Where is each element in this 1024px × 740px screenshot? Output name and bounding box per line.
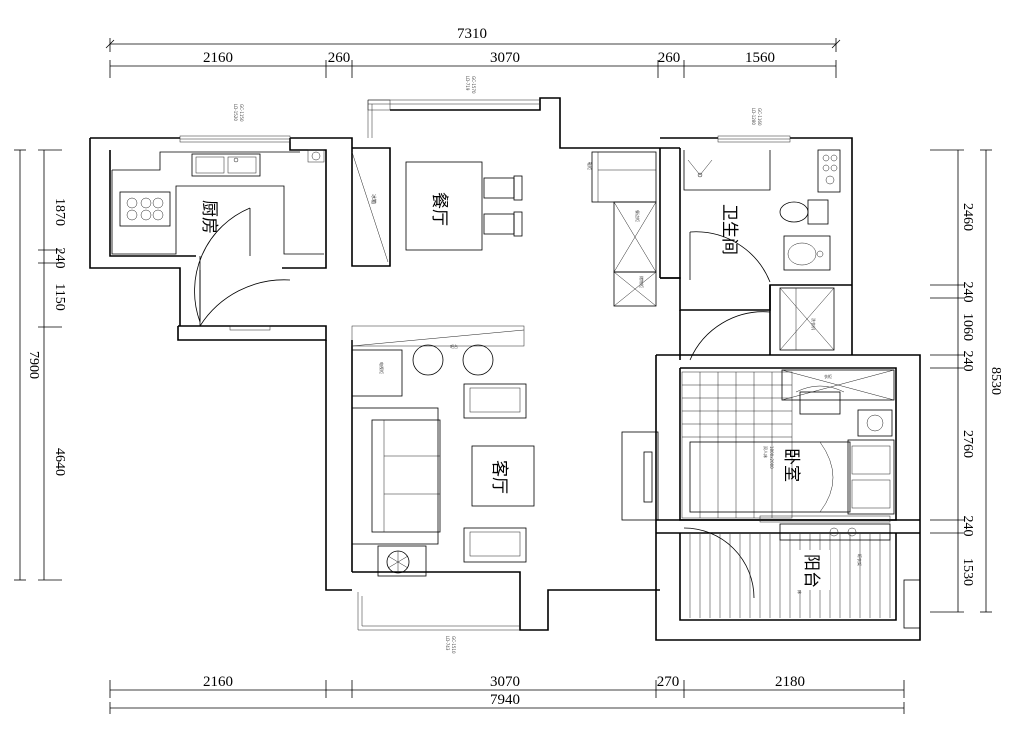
dim-left-seg-1: 1870 bbox=[52, 198, 67, 226]
kitchen-sink bbox=[191, 153, 261, 177]
dim-right-seg-2: 240 bbox=[960, 282, 975, 303]
kitchen-stove-icon bbox=[119, 191, 171, 227]
dim-bottom-seg-3: 270 bbox=[657, 674, 680, 690]
bathroom-door[interactable] bbox=[689, 231, 771, 283]
dim-bottom-total: 7940 bbox=[490, 692, 520, 708]
left-dimensions: 7900 1870 240 1150 4640 bbox=[14, 149, 67, 581]
label-bed-spec-2: 1800x2000 bbox=[769, 446, 774, 469]
bathroom-window-code-1: LD-1280 bbox=[751, 108, 756, 125]
bedroom-area: 卧室 双人床 1800x2000 衣柜 bbox=[681, 369, 895, 599]
label-storage: 储物柜 bbox=[639, 276, 645, 288]
kitchen-door[interactable] bbox=[194, 207, 251, 323]
dining-window-code-1: LD-719 bbox=[465, 76, 470, 91]
room-label-living: 客厅 bbox=[489, 460, 509, 494]
living-window-code-2: GC-1510 bbox=[451, 636, 456, 654]
room-label-bedroom: 卧室 bbox=[781, 448, 801, 482]
bottom-dimensions: 2160 3070 270 2180 7940 bbox=[109, 674, 905, 714]
dining-chair bbox=[483, 177, 515, 199]
toilet-icon bbox=[779, 201, 809, 223]
plant-pot bbox=[377, 545, 427, 577]
tv-icon bbox=[643, 451, 653, 503]
dim-left-total: 7900 bbox=[26, 351, 41, 379]
armchair bbox=[463, 383, 527, 419]
bathroom-window-code-2: GC-1160 bbox=[757, 108, 762, 126]
bathroom-towel-rack bbox=[817, 149, 841, 193]
dim-bottom-seg-1: 2160 bbox=[203, 674, 233, 690]
room-label-bathroom: 卫生间 bbox=[719, 204, 739, 255]
bed-headboard bbox=[847, 439, 895, 515]
top-dimensions: 7310 2160 260 3070 260 1560 bbox=[105, 26, 841, 78]
label-bar-stool: 吧台 bbox=[450, 343, 458, 349]
windows bbox=[179, 99, 791, 631]
dim-top-seg-5: 1560 bbox=[745, 50, 775, 66]
bar-stool bbox=[462, 344, 494, 376]
label-fridge: 冰箱 bbox=[370, 194, 377, 204]
bathroom-area: 卫生间 洗衣机 bbox=[683, 149, 841, 361]
dim-left-seg-3: 1150 bbox=[52, 283, 67, 310]
bar-stool bbox=[412, 344, 444, 376]
label-bed-spec-1: 双人床 bbox=[763, 446, 769, 458]
bed bbox=[689, 441, 851, 513]
room-label-balcony: 阳台 bbox=[801, 554, 821, 588]
sofa-frame bbox=[351, 407, 439, 545]
sofa bbox=[371, 419, 441, 533]
label-wardrobe: 衣柜 bbox=[824, 373, 832, 379]
dim-left-seg-2: 240 bbox=[52, 248, 67, 269]
nightstand bbox=[857, 409, 893, 437]
dining-chair bbox=[483, 213, 515, 235]
label-balcony-note: 晾衣架 bbox=[857, 554, 863, 566]
corridor-door[interactable] bbox=[199, 279, 291, 327]
desk-chair bbox=[799, 391, 841, 415]
dim-top-seg-3: 3070 bbox=[490, 50, 520, 66]
dim-right-seg-6: 240 bbox=[960, 516, 975, 537]
living-area: 吧台 电视柜 客厅 bbox=[351, 325, 659, 577]
dim-right-seg-4: 240 bbox=[960, 351, 975, 372]
dim-top-seg-1: 2160 bbox=[203, 50, 233, 66]
dim-left-seg-4: 4640 bbox=[52, 448, 67, 476]
dim-top-seg-2: 260 bbox=[328, 50, 351, 66]
washbasin bbox=[783, 235, 831, 271]
dim-right-seg-7: 1530 bbox=[960, 558, 975, 586]
dim-right-seg-5: 2760 bbox=[960, 430, 975, 458]
dim-top-total: 7310 bbox=[457, 26, 487, 42]
dim-right-total: 8530 bbox=[988, 367, 1003, 395]
washer bbox=[779, 287, 835, 351]
kitchen-window-code-1: LD-1520 bbox=[233, 104, 238, 121]
tv-cabinet bbox=[351, 349, 403, 397]
balcony-cabinet bbox=[779, 523, 891, 541]
dim-top-seg-4: 260 bbox=[658, 50, 681, 66]
kitchen-area: 厨房 bbox=[111, 149, 325, 331]
kitchen-window-code-2: GC-1150 bbox=[239, 104, 244, 122]
dining-table bbox=[405, 161, 483, 251]
right-dimensions: 2460 240 1060 240 2760 240 1530 8530 bbox=[930, 149, 1003, 613]
room-label-dining: 餐厅 bbox=[429, 192, 449, 226]
balcony-column bbox=[903, 579, 921, 629]
label-tv-cabinet: 电视柜 bbox=[379, 362, 385, 374]
dim-bottom-seg-4: 2180 bbox=[775, 674, 805, 690]
living-window-code-1: LD-743 bbox=[445, 636, 450, 651]
dim-right-seg-3: 1060 bbox=[960, 313, 975, 341]
dining-window-code-2: GC-1570 bbox=[471, 76, 476, 94]
window-codes: LD-1520 GC-1150 LD-719 GC-1570 LD-1280 G… bbox=[233, 76, 762, 654]
sideboard bbox=[591, 151, 657, 203]
label-washer: 洗衣机 bbox=[811, 318, 817, 330]
storage-door[interactable] bbox=[689, 311, 771, 361]
armchair bbox=[463, 527, 527, 563]
balcony-door[interactable] bbox=[683, 527, 755, 599]
label-shoe-cabinet: 鞋柜 bbox=[587, 162, 593, 170]
storage-cabinet bbox=[613, 271, 657, 307]
label-bed: 床 bbox=[797, 590, 803, 594]
dim-bottom-seg-2: 3070 bbox=[490, 674, 520, 690]
balcony-area: 阳台 晾衣架 床 bbox=[689, 523, 921, 629]
room-label-kitchen: 厨房 bbox=[199, 200, 219, 234]
walls bbox=[89, 97, 921, 641]
dining-area: 冰箱 餐厅 鞋柜 餐边柜 储物柜 bbox=[351, 151, 657, 307]
coffee-table bbox=[471, 445, 535, 507]
wardrobe bbox=[781, 369, 895, 401]
tv-stand bbox=[621, 431, 659, 521]
label-sideboard: 餐边柜 bbox=[635, 210, 641, 222]
dim-right-seg-1: 2460 bbox=[960, 203, 975, 231]
